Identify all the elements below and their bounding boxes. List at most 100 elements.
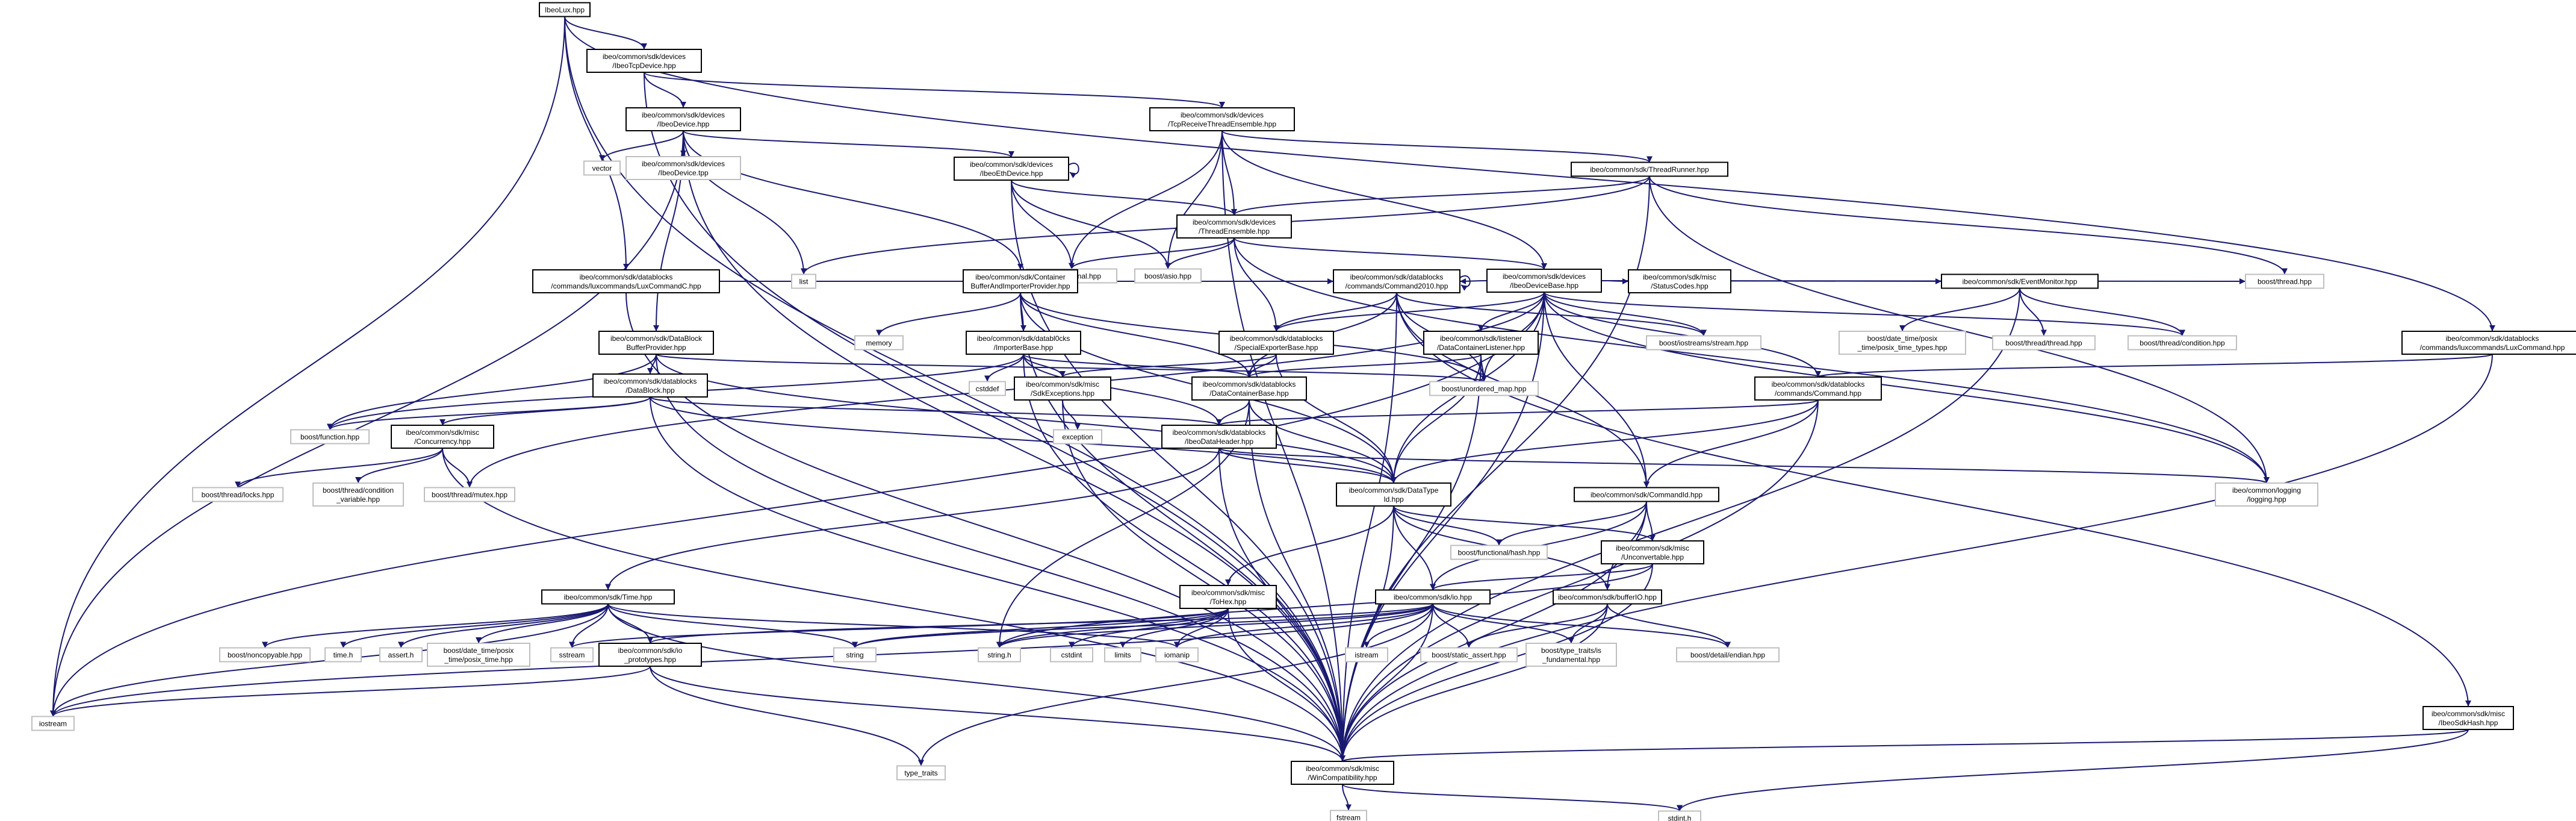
node-toHex[interactable]: ibeo/common/sdk/misc/ToHex.hpp <box>1179 585 1277 609</box>
node-label-ethdev: /IbeoEthDevice.hpp <box>980 169 1043 178</box>
node-boostcondition[interactable]: boost/thread/condition.hpp <box>2128 335 2237 351</box>
edge-root-to-luxcmdc <box>564 16 629 270</box>
node-box-wincompat <box>1291 761 1394 785</box>
node-boostasio[interactable]: boost/asio.hpp <box>1134 268 1202 284</box>
node-condvar[interactable]: boost/thread/condition_variable.hpp <box>312 482 404 507</box>
edge-ioprototypes-to-iostream <box>50 666 651 717</box>
node-threadens[interactable]: ibeo/common/sdk/devices/ThreadEnsemble.h… <box>1176 214 1292 239</box>
edge-datacontainerbase-to-datatypeid <box>1249 399 1397 484</box>
node-label-ioprototypes: _prototypes.hpp <box>624 655 676 664</box>
edge-importerbase-to-datacontainerbase <box>1023 354 1252 378</box>
edge-eventmon-to-boostthreadthread <box>2019 288 2047 336</box>
node-cstdint[interactable]: cstdint <box>1050 647 1093 663</box>
node-boostfunction[interactable]: boost/function.hpp <box>290 429 370 445</box>
node-datacontainerbase[interactable]: ibeo/common/sdk/datablocks/DataContainer… <box>1191 376 1307 401</box>
node-containerbuf[interactable]: ibeo/common/sdk/ContainerBufferAndImport… <box>963 269 1078 293</box>
node-stdinth[interactable]: stdint.h <box>1658 810 1701 821</box>
node-limits[interactable]: limits <box>1104 647 1141 663</box>
node-typetraitsfund[interactable]: boost/type_traits/is_fundamental.hpp <box>1525 643 1617 667</box>
node-threadrunner[interactable]: ibeo/common/sdk/ThreadRunner.hpp <box>1571 161 1728 177</box>
edge-datacontainerbase-to-wincompat <box>1249 399 1345 762</box>
node-endian[interactable]: boost/detail/endian.hpp <box>1676 647 1780 663</box>
node-command[interactable]: ibeo/common/sdk/datablocks/commands/Comm… <box>1754 376 1882 401</box>
edge-ibeosdkhash-to-wincompat <box>1339 729 2469 762</box>
node-exception[interactable]: exception <box>1053 429 1102 445</box>
node-iohpp[interactable]: ibeo/common/sdk/io.hpp <box>1375 589 1491 605</box>
node-box-endian <box>1676 647 1780 663</box>
node-staticassert[interactable]: boost/static_assert.hpp <box>1420 647 1518 663</box>
node-funchash[interactable]: boost/functional/hash.hpp <box>1450 545 1548 560</box>
node-boostthread[interactable]: boost/thread.hpp <box>2245 273 2324 289</box>
node-importerbase[interactable]: ibeo/common/sdk/databl0cks/ImporterBase.… <box>966 331 1081 355</box>
edge-ioprototypes-to-typetraits <box>650 666 924 766</box>
edge-command-to-commandid <box>1643 399 1819 488</box>
edge-datablockbufprov-to-wincompat <box>656 354 1345 762</box>
node-cstddef[interactable]: cstddef <box>969 381 1006 396</box>
node-iostreamshpp[interactable]: boost/iostreams/stream.hpp <box>1646 335 1761 351</box>
edge-threadens-to-specialexp <box>1234 237 1279 332</box>
edge-ibeodev-to-containerbuf <box>683 130 1023 270</box>
node-concurrency[interactable]: ibeo/common/sdk/misc/Concurrency.hpp <box>391 425 494 449</box>
node-box-concurrency <box>391 425 494 449</box>
edge-threadens-to-logging <box>1234 237 2270 484</box>
node-posixtypes[interactable]: boost/date_time/posix_time/posix_time_ty… <box>1839 331 1966 355</box>
node-datablock[interactable]: ibeo/common/sdk/datablocks/DataBlock.hpp <box>592 373 708 398</box>
node-string[interactable]: string <box>833 647 877 663</box>
node-ibeodevtpp[interactable]: ibeo/common/sdk/devices/IbeoDevice.tpp <box>625 156 741 180</box>
node-box-listener <box>1423 331 1539 355</box>
node-bufferio[interactable]: ibeo/common/sdk/bufferIO.hpp <box>1553 589 1662 605</box>
node-ibeosdkhash[interactable]: ibeo/common/sdk/misc/IbeoSdkHash.hpp <box>2422 706 2514 730</box>
node-stringh[interactable]: string.h <box>978 647 1021 663</box>
node-statuscodes[interactable]: ibeo/common/sdk/misc/StatusCodes.hpp <box>1628 269 1731 293</box>
node-typetraits[interactable]: type_traits <box>896 765 946 781</box>
node-eventmon[interactable]: ibeo/common/sdk/EventMonitor.hpp <box>1941 273 2099 289</box>
node-label-boostasio: boost/asio.hpp <box>1144 272 1191 281</box>
node-ibeodev[interactable]: ibeo/common/sdk/devices/IbeoDevice.hpp <box>625 107 741 131</box>
node-asserth[interactable]: assert.h <box>379 647 423 663</box>
node-iostream[interactable]: iostream <box>31 716 75 731</box>
node-fstream[interactable]: fstream <box>1330 810 1367 821</box>
edge-devbase-to-iostreamshpp <box>1544 292 1707 336</box>
node-commandid[interactable]: ibeo/common/sdk/CommandId.hpp <box>1574 487 1719 502</box>
node-timeh[interactable]: time.h <box>324 647 362 663</box>
node-istream[interactable]: istream <box>1345 647 1388 663</box>
node-boostthreadthread[interactable]: boost/thread/thread.hpp <box>1992 335 2096 351</box>
node-noncopyable[interactable]: boost/noncopyable.hpp <box>219 647 311 663</box>
node-unconvertable[interactable]: ibeo/common/sdk/misc/Unconvertable.hpp <box>1601 540 1704 564</box>
node-iomanip[interactable]: iomanip <box>1155 647 1199 663</box>
node-label-specialexp: ibeo/common/sdk/datablocks <box>1230 334 1323 343</box>
node-specialexp[interactable]: ibeo/common/sdk/datablocks/SpecialExport… <box>1218 331 1334 355</box>
node-listener[interactable]: ibeo/common/sdk/listener/DataContainerLi… <box>1423 331 1539 355</box>
node-ethdev[interactable]: ibeo/common/sdk/devices/IbeoEthDevice.hp… <box>954 157 1069 181</box>
node-root[interactable]: IbeoLux.hpp <box>539 2 591 17</box>
node-ioprototypes[interactable]: ibeo/common/sdk/io_prototypes.hpp <box>598 643 702 667</box>
edge-listener-to-datatypeid <box>1391 354 1482 484</box>
edge-cmd2010-to-specialexp <box>1273 292 1397 332</box>
node-luxcmdc[interactable]: ibeo/common/sdk/datablocks/commands/luxc… <box>532 269 720 293</box>
node-label-sdkexceptions: /SdkExceptions.hpp <box>1031 389 1094 398</box>
node-ibeodataheader[interactable]: ibeo/common/sdk/datablocks/IbeoDataHeade… <box>1161 425 1277 449</box>
node-sdkexceptions[interactable]: ibeo/common/sdk/misc/SdkExceptions.hpp <box>1014 376 1111 401</box>
node-tcpdev[interactable]: ibeo/common/sdk/devices/IbeoTcpDevice.hp… <box>586 49 702 73</box>
node-posixtime[interactable]: boost/date_time/posix_time/posix_time.hp… <box>427 643 530 667</box>
node-sstream[interactable]: sstream <box>550 647 594 663</box>
node-memory[interactable]: memory <box>854 335 904 351</box>
node-locks[interactable]: boost/thread/locks.hpp <box>192 487 284 502</box>
node-vector[interactable]: vector <box>583 160 621 176</box>
node-box-mutex <box>424 487 515 502</box>
edge-tcpdev-to-tcprecv <box>644 72 1225 108</box>
node-cmd2010[interactable]: ibeo/common/sdk/datablocks/commands/Comm… <box>1333 269 1460 293</box>
node-logging[interactable]: ibeo/common/logging/logging.hpp <box>2215 482 2318 507</box>
node-list[interactable]: list <box>791 273 816 289</box>
node-timehpp[interactable]: ibeo/common/sdk/Time.hpp <box>541 589 675 605</box>
node-datablockbufprov[interactable]: ibeo/common/sdk/DataBlockBufferProvider.… <box>598 331 714 355</box>
node-mutex[interactable]: boost/thread/mutex.hpp <box>424 487 515 502</box>
node-tcprecv[interactable]: ibeo/common/sdk/devices/TcpReceiveThread… <box>1149 107 1295 131</box>
edge-iohpp-to-staticassert <box>1432 604 1472 648</box>
node-unorderedmap[interactable]: boost/unordered_map.hpp <box>1429 381 1539 396</box>
node-wincompat[interactable]: ibeo/common/sdk/misc/WinCompatibility.hp… <box>1291 761 1394 785</box>
edge-ibeodev-to-wincompat <box>683 130 1345 762</box>
node-luxcmd[interactable]: ibeo/common/sdk/datablocks/commands/luxc… <box>2401 331 2576 355</box>
node-devbase[interactable]: ibeo/common/sdk/devices/IbeoDeviceBase.h… <box>1486 269 1602 293</box>
